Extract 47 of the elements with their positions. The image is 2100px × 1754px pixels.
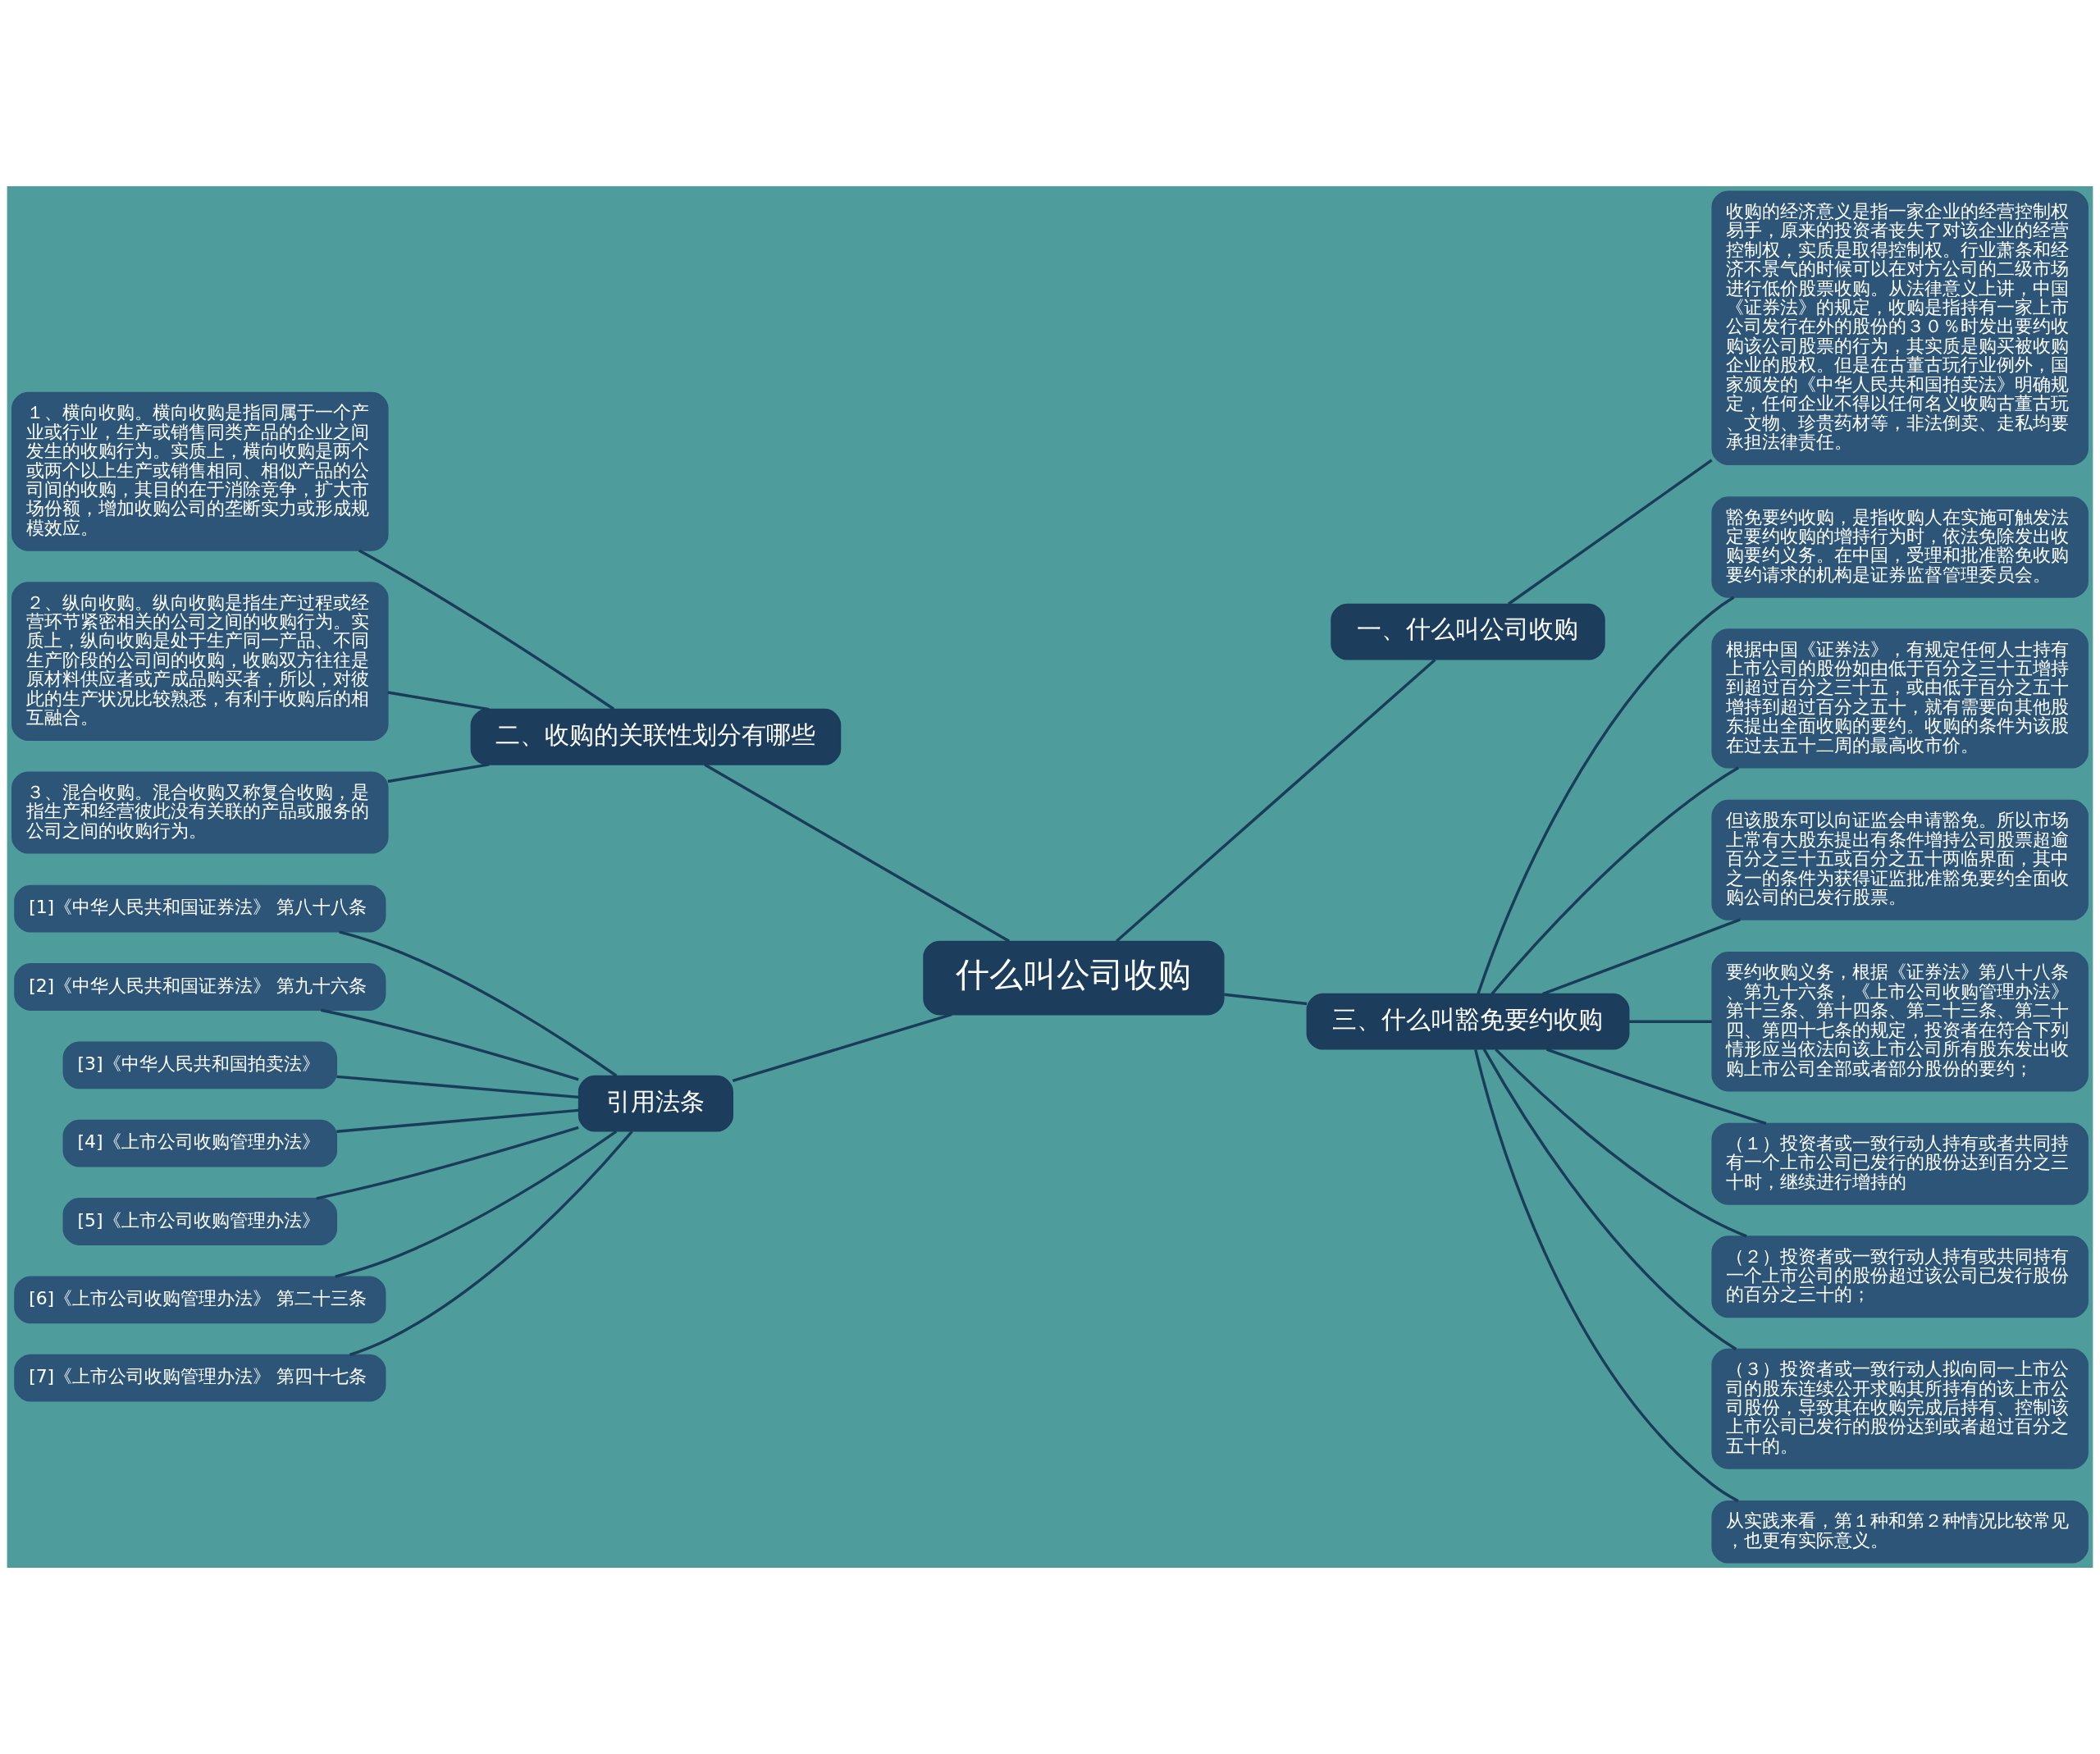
connector — [1491, 766, 1740, 995]
node-box: 引用法条 — [578, 1075, 733, 1132]
node-box: 二、收购的关联性划分有哪些 — [470, 708, 842, 765]
node-box: （３）投资者或一致行动人拟向同一上市公司的股东连续公开求购其所持有的该上市公司股份，导致其在收购完成后持有、控制该上市公司已发行的股份达到或者超过百分之五十的。 — [1711, 1348, 2089, 1469]
connector — [387, 763, 490, 783]
connector — [349, 1130, 633, 1357]
node-box: （１）投资者或一致行动人持有或者共同持有一个上市公司已发行的股份达到百分之三十时，继续进行增持的 — [1711, 1122, 2089, 1205]
node-box: [6]《上市公司收购管理办法》 第二十三条 — [14, 1276, 386, 1324]
node-box: ２、纵向收购。纵向收购是指生产过程或经营环节紧密相关的公司之间的收购行为。实质上，纵向收购是处于生产同一产品、不同生产阶段的公司间的收购，收购双方往往是原材料供应者或产成品购买者，所以，对彼此的生产状况比较熟悉，有利于收购后的相互融合。 — [11, 582, 389, 741]
node-box: ３、混合收购。混合收购又称复合收购，是指生产和经营彼此没有关联的产品或服务的公司之间的收购行为。 — [11, 771, 389, 854]
node-box: 豁免要约收购，是指收购人在实施可触发法定要约收购的增持行为时，依法免除发出收购要约义务。在中国，受理和批准豁免收购要约请求的机构是证券监督管理委员会。 — [1711, 496, 2089, 598]
connector — [732, 1013, 952, 1082]
node-box: [1]《中华人民共和国证券法》 第八十八条 — [14, 884, 386, 933]
node-box: 要约收购义务，根据《证券法》第八十八条、第九十六条，《上市公司收购管理办法》第十三条、第十四条、第二十三条、第二十四、第四十七条的规定，投资者在符合下列情形应当依法向该上市公司所有股东发出收购上市公司全部或者部分股份的要约； — [1711, 952, 2089, 1092]
connector — [1545, 1048, 1767, 1126]
node-box: 收购的经济意义是指一家企业的经营控制权易手，原来的投资者丧失了对该企业的经营控制权，实质是取得控制权。行业萧条和经济不景气的时候可以在对方公司的二级市场进行低价股票收购。从法律意义上讲，中国《证券法》的规定，收购是指持有一家上市公司发行在外的股份的３０％时发出要约收购该公司股票的行为，其实质是购买被收购企业的股权。但是在古董古玩行业例外，国家颁发的《中华人民共和国拍卖法》明确规定，任何企业不得以任何名义收购古董古玩、文物、珍贵药材等，非法倒卖、走私均要承担法律责任。 — [1711, 190, 2089, 465]
connector — [1482, 1048, 1737, 1350]
connector — [387, 691, 490, 711]
connector — [336, 1075, 579, 1099]
connector — [336, 1108, 579, 1133]
connector — [1474, 1048, 1739, 1503]
connector — [358, 549, 615, 710]
node-box: 什么叫公司收购 — [923, 940, 1225, 1016]
connector — [335, 1130, 618, 1278]
node-box: 三、什么叫豁免要约收购 — [1306, 993, 1630, 1050]
connector — [339, 930, 618, 1077]
connector — [1224, 993, 1308, 1006]
node-box: [2]《中华人民共和国证券法》 第九十六条 — [14, 963, 386, 1011]
node-box: [3]《中华人民共和国拍卖法》 — [62, 1041, 338, 1089]
connector — [1629, 1020, 1712, 1023]
connector — [316, 1126, 579, 1200]
connector — [321, 1008, 579, 1081]
node-box: 一、什么叫公司收购 — [1331, 603, 1605, 660]
node-box: [4]《上市公司收购管理办法》 — [62, 1119, 338, 1167]
node-box: 但该股东可以向证监会申请豁免。所以市场上常有大股东提出有条件增持公司股票超逾百分之三十五或百分之五十两临界面，其中之一的条件为获得证监批准豁免要约全面收购公司的已发行股票。 — [1711, 799, 2089, 920]
connector — [1541, 918, 1741, 996]
node-box: 根据中国《证券法》，有规定任何人士持有上市公司的股份如由低于百分之三十五增持到超过百分之三十五，或由低于百分之五十增持到超过百分之五十，就有需要向其他股东提出全面收购的要约。收购的条件为该股在过去五十二周的最高收市价。 — [1711, 628, 2089, 769]
connector — [1507, 459, 1713, 605]
node-box: 从实践来看，第１种和第２种情况比较常见，也更有实际意义。 — [1711, 1500, 2089, 1564]
node-box: （２）投资者或一致行动人持有或共同持有一个上市公司的股份超过该公司已发行股份的百分之三十的； — [1711, 1236, 2089, 1318]
connector — [704, 763, 1011, 943]
node-box: [5]《上市公司收购管理办法》 — [62, 1198, 338, 1245]
connector — [1477, 596, 1735, 994]
connector — [1115, 658, 1436, 943]
node-box: １、横向收购。横向收购是指同属于一个产业或行业，生产或销售同类产品的企业之间发生的收购行为。实质上，横向收购是两个或两个以上生产或销售相同、相似产品的公司间的收购，其目的在于消除竞争，扩大市场份额，增加收购公司的垄断实力或形成规模效应。 — [11, 391, 389, 551]
node-box: [7]《上市公司收购管理办法》 第四十七条 — [14, 1354, 386, 1402]
connector — [1495, 1048, 1747, 1238]
